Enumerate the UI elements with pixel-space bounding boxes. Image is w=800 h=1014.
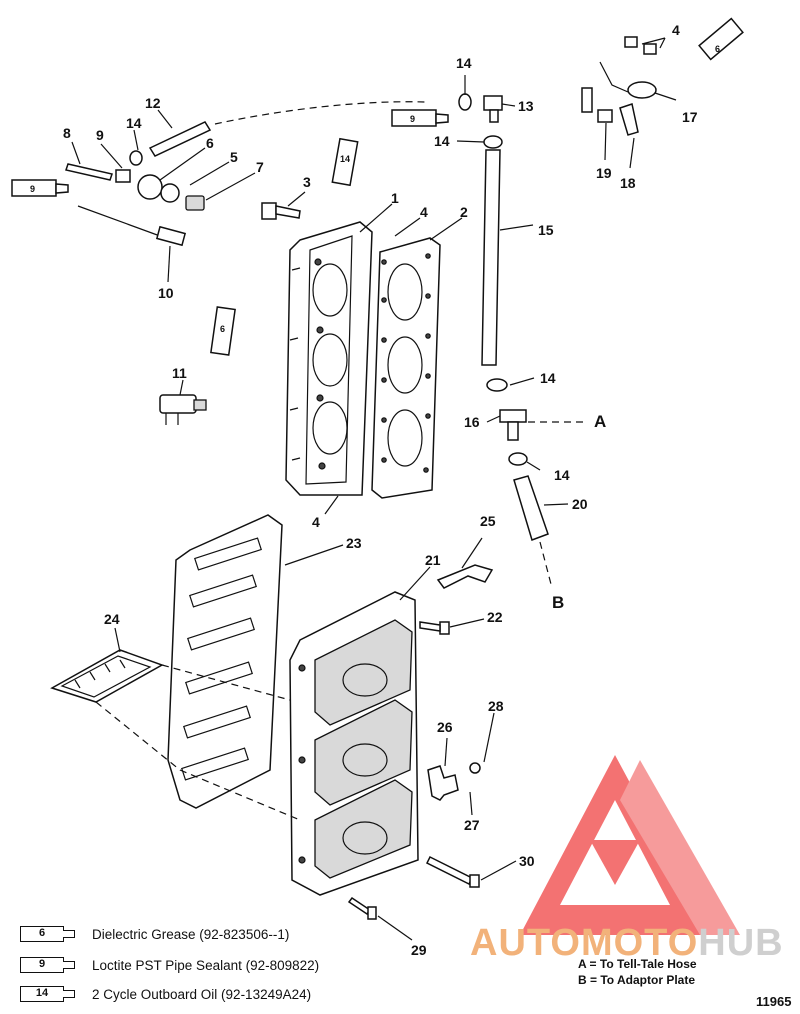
reference-lines bbox=[95, 101, 585, 821]
sensor-assembly bbox=[581, 36, 657, 136]
callout-28: 28 bbox=[488, 698, 504, 714]
callout-23: 23 bbox=[346, 535, 362, 551]
callout-3: 3 bbox=[303, 174, 311, 190]
legend-item-grease: 6 Dielectric Grease (92-823506--1) bbox=[20, 922, 289, 946]
tube-label: 9 bbox=[30, 184, 35, 194]
tube-label: 9 bbox=[410, 114, 415, 124]
legend-label: 2 Cycle Outboard Oil (92-13249A24) bbox=[92, 986, 312, 1002]
tube-label: 6 bbox=[220, 324, 225, 334]
callout-30: 30 bbox=[519, 853, 535, 869]
letter-b: B bbox=[552, 593, 564, 612]
callout-15: 15 bbox=[538, 222, 554, 238]
tube-code: 9 bbox=[20, 957, 64, 973]
callout-8: 8 bbox=[63, 125, 71, 141]
tube-icon: 14 bbox=[20, 985, 78, 1003]
bolt-29 bbox=[347, 896, 377, 920]
callout-25: 25 bbox=[480, 513, 496, 529]
watermark-brand-b: HUB bbox=[698, 922, 784, 964]
tube-label: 14 bbox=[340, 154, 350, 164]
callout-14b: 14 bbox=[126, 115, 142, 131]
clip-26 bbox=[427, 765, 459, 801]
callout-19: 19 bbox=[596, 165, 612, 181]
nut bbox=[469, 762, 481, 774]
short-hose bbox=[513, 475, 549, 541]
callout-1: 1 bbox=[391, 190, 399, 206]
note-b: B = To Adaptor Plate bbox=[578, 973, 696, 987]
callout-27: 27 bbox=[464, 817, 480, 833]
callout-14a: 14 bbox=[456, 55, 472, 71]
tee-fitting bbox=[499, 409, 527, 441]
figure-number: 11965 bbox=[756, 994, 792, 1009]
fitting-cluster bbox=[65, 163, 205, 211]
water-hose bbox=[481, 149, 501, 366]
callout-12: 12 bbox=[145, 95, 161, 111]
bolt-30 bbox=[425, 855, 480, 888]
callout-13: 13 bbox=[518, 98, 534, 114]
legend-item-sealant: 9 Loctite PST Pipe Sealant (92-809822) bbox=[20, 953, 319, 977]
reed-housing bbox=[289, 591, 419, 896]
connection-notes: A = To Tell-Tale Hose B = To Adaptor Pla… bbox=[578, 956, 697, 988]
callout-16: 16 bbox=[464, 414, 480, 430]
callout-2: 2 bbox=[460, 204, 468, 220]
tube-grease-1: 6 bbox=[698, 17, 744, 61]
clip-25 bbox=[436, 564, 494, 589]
cover-gasket bbox=[167, 514, 283, 809]
tube-code: 14 bbox=[20, 986, 64, 1002]
reed-valve-plate bbox=[50, 649, 164, 703]
callout-14c: 14 bbox=[434, 133, 450, 149]
callout-7: 7 bbox=[256, 159, 264, 175]
callout-21: 21 bbox=[425, 552, 441, 568]
watermark-text: AUTOMOTOHUB bbox=[470, 922, 784, 965]
callout-17: 17 bbox=[682, 109, 698, 125]
callout-numbers: 1 2 3 4 4 4 5 6 7 8 9 10 11 12 13 14 14 … bbox=[63, 22, 698, 958]
callout-26: 26 bbox=[437, 719, 453, 735]
tube-oil-1: 14 bbox=[331, 137, 359, 187]
callout-9: 9 bbox=[96, 127, 104, 143]
small-hose bbox=[148, 121, 212, 157]
callout-10: 10 bbox=[158, 285, 174, 301]
tube-grease-2: 6 bbox=[210, 306, 236, 356]
bolt-22 bbox=[419, 621, 450, 635]
callout-4b: 4 bbox=[312, 514, 320, 530]
callout-24: 24 bbox=[104, 611, 120, 627]
callout-20: 20 bbox=[572, 496, 588, 512]
sensor-lead bbox=[77, 205, 187, 247]
tube-icon: 9 bbox=[20, 956, 78, 974]
callout-29: 29 bbox=[411, 942, 427, 958]
callout-18: 18 bbox=[620, 175, 636, 191]
watermark-brand-a: AUTOMOTO bbox=[470, 922, 699, 964]
tube-sealant-2: 9 bbox=[391, 109, 449, 127]
callout-4c: 4 bbox=[672, 22, 680, 38]
note-a: A = To Tell-Tale Hose bbox=[578, 957, 697, 971]
callout-5: 5 bbox=[230, 149, 238, 165]
legend-label: Dielectric Grease (92-823506--1) bbox=[92, 926, 290, 942]
callout-14e: 14 bbox=[554, 467, 570, 483]
callout-11: 11 bbox=[172, 365, 187, 381]
leader-lines bbox=[71, 37, 677, 941]
hose-clamps bbox=[129, 93, 528, 466]
bolt-3 bbox=[261, 202, 301, 220]
callout-14d: 14 bbox=[540, 370, 556, 386]
callout-4a: 4 bbox=[420, 204, 428, 220]
elbow-fitting bbox=[483, 95, 503, 123]
tube-sealant-1: 9 bbox=[11, 179, 69, 197]
watermark-logo bbox=[520, 755, 740, 935]
legend-item-oil: 14 2 Cycle Outboard Oil (92-13249A24) bbox=[20, 982, 311, 1006]
tube-code: 6 bbox=[20, 926, 64, 942]
callout-6: 6 bbox=[206, 135, 214, 151]
cylinder-head bbox=[285, 221, 373, 496]
legend-label: Loctite PST Pipe Sealant (92-809822) bbox=[92, 957, 320, 973]
tube-label: 6 bbox=[715, 44, 720, 54]
callout-22: 22 bbox=[487, 609, 503, 625]
temperature-switch bbox=[159, 394, 207, 425]
head-gasket bbox=[371, 237, 441, 499]
letter-a: A bbox=[594, 412, 606, 431]
tube-icon: 6 bbox=[20, 925, 78, 943]
